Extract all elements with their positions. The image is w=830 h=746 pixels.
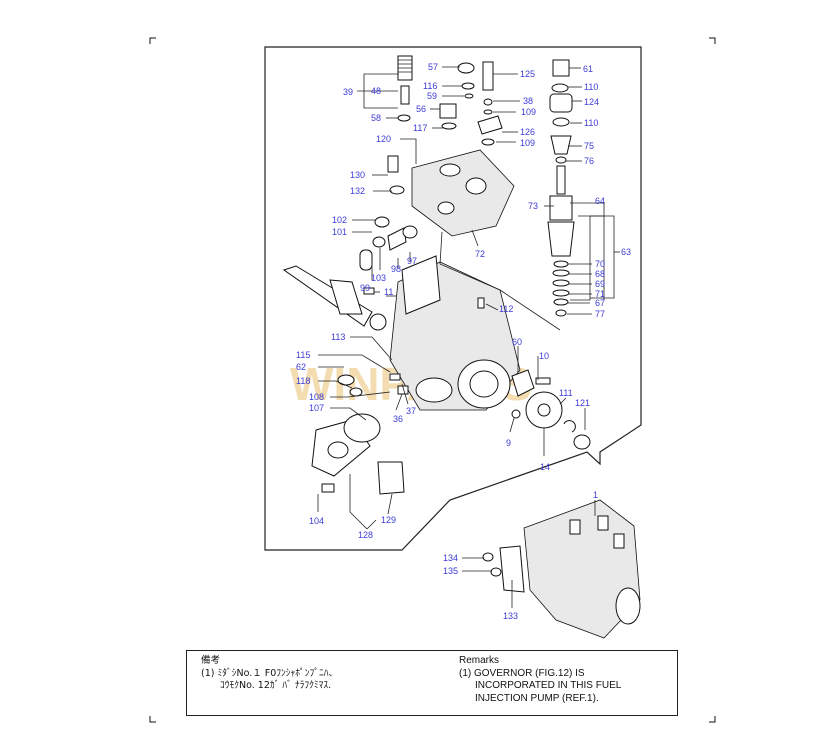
assembled-pump — [482, 499, 641, 639]
callout-10: 10 — [539, 351, 549, 361]
callout-62: 62 — [296, 362, 306, 372]
callout-70: 70 — [595, 259, 605, 269]
callout-130: 130 — [350, 170, 365, 180]
callout-124: 124 — [584, 97, 599, 107]
callout-71: 71 — [595, 289, 605, 299]
remarks-english: Remarks (1) GOVERNOR (FIG.12) IS INCORPO… — [459, 655, 621, 705]
callout-99: 99 — [360, 283, 370, 293]
callout-73: 73 — [528, 201, 538, 211]
callout-59: 59 — [427, 91, 437, 101]
callout-112: 112 — [499, 304, 513, 314]
remarks-jp-line1: (1) ﾐﾀﾞｼNo.１ F0ﾌﾝｼｬﾎﾟﾝﾌﾟﾆﾊ、 — [201, 667, 339, 679]
callout-111: 111 — [559, 388, 573, 398]
callout-101: 101 — [332, 227, 347, 237]
callout-11: 11 — [384, 287, 393, 297]
callout-76: 76 — [584, 156, 594, 166]
callout-133: 133 — [503, 611, 518, 621]
callout-48: 48 — [371, 86, 381, 96]
remarks-jp-heading: 備考 — [201, 655, 221, 666]
drive-shaft — [282, 265, 387, 331]
callout-129: 129 — [381, 515, 396, 525]
delivery-valve-holder-left — [397, 55, 413, 122]
right-valve-stack — [547, 59, 575, 317]
callout-72: 72 — [475, 249, 485, 259]
callout-109b: 109 — [520, 138, 535, 148]
callout-68: 68 — [595, 269, 605, 279]
callout-69: 69 — [595, 279, 605, 289]
callout-107: 107 — [309, 403, 324, 413]
callout-37: 37 — [406, 406, 416, 416]
callout-103: 103 — [371, 273, 386, 283]
callout-97: 97 — [407, 256, 417, 266]
cap-56 — [439, 103, 457, 130]
callout-135: 135 — [443, 566, 458, 576]
leader-lines — [317, 66, 620, 608]
callout-132: 132 — [350, 186, 365, 196]
callout-113: 113 — [331, 332, 345, 342]
callout-125: 125 — [520, 69, 535, 79]
callout-38: 38 — [523, 96, 533, 106]
diagram-boundary — [264, 46, 642, 551]
remarks-en-line2: INCORPORATED IN THIS FUEL — [475, 680, 622, 691]
callout-67: 67 — [595, 298, 605, 308]
valve-stack-top — [457, 61, 503, 146]
callout-61: 61 — [583, 64, 593, 74]
callout-60: 60 — [512, 337, 522, 347]
callout-102: 102 — [332, 215, 347, 225]
callout-77: 77 — [595, 309, 605, 319]
callout-58: 58 — [371, 113, 381, 123]
remarks-en-line1: (1) GOVERNOR (FIG.12) IS — [459, 667, 585, 679]
callout-128: 128 — [358, 530, 373, 540]
callout-57: 57 — [428, 62, 438, 72]
callout-108: 108 — [309, 392, 324, 402]
pump-body — [389, 255, 521, 411]
callout-75: 75 — [584, 141, 594, 151]
callout-1: 1 — [593, 490, 598, 500]
remarks-en-line3: INJECTION PUMP (REF.1). — [475, 692, 599, 704]
remarks-box: 備考 (1) ﾐﾀﾞｼNo.１ F0ﾌﾝｼｬﾎﾟﾝﾌﾟﾆﾊ、 ｺｳﾓｸNo. 1… — [186, 650, 678, 716]
callout-110b: 110 — [584, 118, 598, 128]
callout-labels: 57 125 61 39 48 116 110 59 38 124 58 56 … — [296, 62, 631, 621]
callout-14: 14 — [540, 462, 550, 472]
small-parts-left — [359, 216, 418, 295]
callout-56: 56 — [416, 104, 426, 114]
remarks-japanese: 備考 (1) ﾐﾀﾞｼNo.１ F0ﾌﾝｼｬﾎﾟﾝﾌﾟﾆﾊ、 ｺｳﾓｸNo. 1… — [201, 655, 338, 693]
callout-126: 126 — [520, 127, 535, 137]
callout-120: 120 — [376, 134, 391, 144]
callout-121: 121 — [575, 398, 590, 408]
callout-36: 36 — [393, 414, 403, 424]
callout-64: 64 — [595, 196, 605, 206]
callout-115: 115 — [296, 350, 310, 360]
callout-134: 134 — [443, 553, 458, 563]
remarks-en-heading: Remarks — [459, 655, 500, 666]
callout-98: 98 — [391, 264, 401, 274]
remarks-jp-line2: ｺｳﾓｸNo. 12ｶﾞ ﾊﾞ ﾅﾗﾌｸﾐﾏｽ. — [220, 680, 332, 691]
crop-marks — [149, 37, 716, 723]
flange-60-14 — [511, 369, 591, 450]
callout-118: 118 — [296, 376, 310, 386]
callout-116: 116 — [423, 81, 437, 91]
callout-39: 39 — [343, 87, 353, 97]
callout-9: 9 — [506, 438, 511, 448]
head-housing — [387, 149, 515, 237]
callout-110a: 110 — [584, 82, 598, 92]
callout-104: 104 — [309, 516, 324, 526]
callout-117: 117 — [413, 123, 427, 133]
callout-63: 63 — [621, 247, 631, 257]
callout-109a: 109 — [521, 107, 536, 117]
